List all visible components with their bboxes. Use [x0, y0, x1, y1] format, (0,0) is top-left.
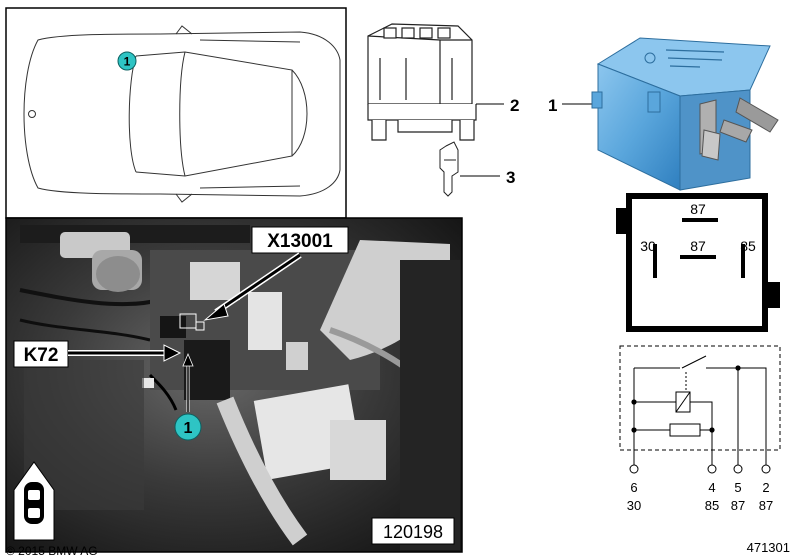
callout-1-photo [174, 413, 202, 441]
terminal-30: 30 [627, 498, 641, 513]
callout-1-car [117, 51, 137, 71]
label-x13001: X13001 [267, 231, 333, 252]
pin-number-4: 4 [708, 480, 715, 495]
label-box-x13001 [251, 226, 349, 254]
arrow-x13001 [203, 252, 302, 321]
face-label-85: 85 [740, 238, 756, 254]
label-box-k72 [13, 340, 69, 368]
pin-30 [653, 244, 657, 278]
arrow-k72 [68, 344, 182, 362]
pin-87-center [680, 255, 716, 259]
terminal-87-a: 87 [731, 498, 745, 513]
schematic-boundary [619, 345, 781, 451]
relay-terminal-face [616, 193, 780, 332]
face-label-87-top: 87 [690, 201, 706, 217]
terminal-87-b: 87 [759, 498, 773, 513]
schematic-pin-circles [629, 464, 771, 474]
relay-schematic [619, 345, 781, 465]
callout-1-relay-text: 1 [548, 96, 557, 115]
copyright-text: © 2015 BMW AG [6, 544, 98, 558]
callout-2-text: 2 [510, 96, 519, 115]
terminal-85: 85 [705, 498, 719, 513]
photo-number-box [371, 517, 455, 545]
callout-3-text: 3 [506, 168, 515, 187]
pin-number-6: 6 [630, 480, 637, 495]
face-label-30: 30 [640, 238, 656, 254]
pin-85 [741, 244, 745, 278]
face-label-87-center: 87 [690, 238, 706, 254]
pin-number-2: 2 [762, 480, 769, 495]
pin-87-top [682, 218, 718, 222]
connector-housing-drawing [367, 23, 477, 141]
relay-drawing [591, 37, 779, 191]
label-k72: K72 [24, 345, 59, 366]
pin-number-5: 5 [734, 480, 741, 495]
terminal-drawing [439, 141, 459, 197]
diagram-number: 471301 [747, 540, 790, 555]
car-badge-icon [13, 461, 55, 541]
schematic-nodes [631, 365, 741, 433]
car-location-panel: 1 [5, 7, 347, 219]
photo-contents [19, 225, 460, 550]
arrow-callout-1-photo [182, 352, 194, 412]
callout-1-photo-text: 1 [184, 420, 193, 437]
photo-number: 120198 [383, 522, 443, 542]
callout-1-car-text: 1 [124, 55, 131, 69]
photo-panel: X13001 K72 1 12019 [5, 217, 463, 553]
